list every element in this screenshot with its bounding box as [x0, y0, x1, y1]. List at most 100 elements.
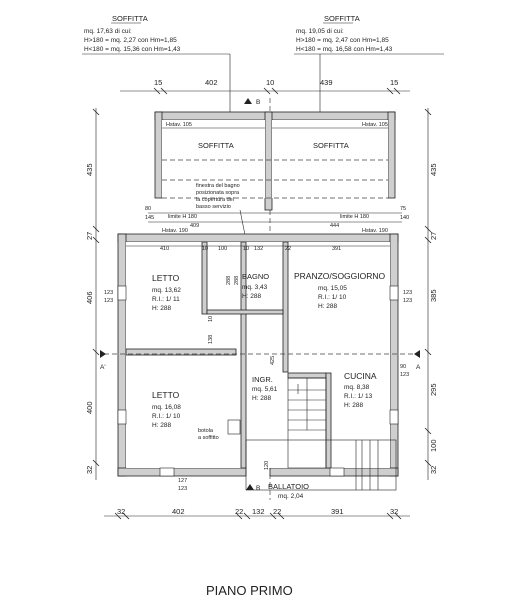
svg-text:BAGNO: BAGNO: [242, 272, 269, 281]
svg-text:BALLATOIO: BALLATOIO: [268, 482, 309, 491]
svg-text:mq. 15,05: mq. 15,05: [318, 285, 347, 292]
hatch-note: botola a soffitto: [198, 419, 241, 441]
svg-text:limite H 180: limite H 180: [340, 214, 369, 220]
room-letto-1: LETTO mq. 13,62 R.I.: 1/ 11 H: 288: [152, 273, 181, 312]
attic-right-line1: H>180 = mq. 2,47 con Hm=1,85: [296, 37, 389, 44]
svg-text:402: 402: [172, 507, 185, 516]
svg-text:basso servizio: basso servizio: [196, 204, 231, 210]
svg-text:botola: botola: [198, 428, 214, 434]
svg-text:10: 10: [208, 316, 214, 322]
window-note: finestra del bagno posizionata sopra la …: [196, 183, 247, 241]
svg-text:138: 138: [208, 335, 214, 344]
attic-right-hstav: Hstav. 105: [362, 122, 388, 128]
svg-text:H: 288: H: 288: [152, 305, 172, 312]
svg-text:100: 100: [218, 246, 227, 252]
dim-top-1: 15: [154, 78, 162, 87]
svg-text:32: 32: [85, 466, 94, 474]
svg-text:B: B: [256, 485, 260, 492]
attic-left-area: mq. 17,63 di cui:: [84, 28, 132, 35]
room-letto-2: LETTO mq. 16,08 R.I.: 1/ 10 H: 288: [152, 390, 181, 429]
svg-text:120: 120: [264, 461, 270, 470]
right-dimension-line: 435 27 385 295 100 32: [424, 108, 438, 480]
svg-text:391: 391: [332, 246, 341, 252]
svg-text:la copertura del: la copertura del: [196, 197, 234, 203]
attic-left-name: SOFFITTA: [112, 14, 148, 23]
balcony-ballatoio: [245, 439, 397, 491]
svg-text:123: 123: [403, 298, 412, 304]
svg-text:mq. 3,43: mq. 3,43: [242, 284, 268, 291]
svg-text:295: 295: [429, 383, 438, 396]
svg-text:27: 27: [429, 232, 438, 240]
svg-text:400: 400: [85, 401, 94, 414]
svg-text:22: 22: [235, 507, 243, 516]
svg-text:10: 10: [243, 246, 249, 252]
attic-right-name: SOFFITTA: [324, 14, 360, 23]
bottom-dimension-line: 32 402 22 132 22 391 32: [104, 507, 410, 520]
attic-right-line2: H<180 = mq. 16,58 con Hm=1,43: [296, 46, 393, 53]
svg-text:32: 32: [429, 466, 438, 474]
svg-text:R.I.: 1/ 13: R.I.: 1/ 13: [344, 393, 373, 400]
section-mark-b-bottom: B: [246, 484, 260, 492]
svg-text:22: 22: [285, 246, 291, 252]
svg-text:32: 32: [117, 507, 125, 516]
window-dims: 123 123 123 123 90 123 127 123 138 10 42…: [104, 276, 412, 492]
dim-top-5: 15: [390, 78, 398, 87]
svg-text:123: 123: [403, 290, 412, 296]
plan-title: PIANO PRIMO: [206, 583, 293, 598]
svg-text:H: 288: H: 288: [318, 303, 338, 310]
svg-text:mq. 8,38: mq. 8,38: [344, 384, 370, 391]
svg-text:409: 409: [190, 223, 199, 229]
svg-text:140: 140: [400, 215, 409, 221]
svg-text:a soffitto: a soffitto: [198, 435, 219, 441]
attic-left-room-label: SOFFITTA: [198, 141, 234, 150]
attic-left-hstav: Hstav. 105: [166, 122, 192, 128]
attic-left-line1: H>180 = mq. 2,27 con Hm=1,85: [84, 37, 177, 44]
svg-text:mq. 16,08: mq. 16,08: [152, 404, 181, 411]
room-ingresso: INGR. mq. 5,61 H: 288: [252, 375, 278, 402]
svg-text:391: 391: [331, 507, 344, 516]
svg-text:limite H 180: limite H 180: [168, 214, 197, 220]
svg-text:90: 90: [400, 364, 406, 370]
attic-left-line2: H<180 = mq. 15,36 con Hm=1,43: [84, 46, 181, 53]
room-pranzo-soggiorno: PRANZO/SOGGIORNO mq. 15,05 R.I.: 1/ 10 H…: [294, 271, 386, 310]
left-dimension-line: 435 27 406 400 32: [85, 108, 100, 480]
room-cucina: CUCINA mq. 8,38 R.I.: 1/ 13 H: 288: [344, 371, 377, 409]
svg-text:mq. 5,61: mq. 5,61: [252, 386, 278, 393]
room-bagno: BAGNO mq. 3,43 H: 288: [242, 272, 269, 300]
svg-text:123: 123: [400, 372, 409, 378]
svg-text:PRANZO/SOGGIORNO: PRANZO/SOGGIORNO: [294, 271, 386, 281]
svg-text:mq. 2,04: mq. 2,04: [278, 493, 304, 500]
svg-text:27: 27: [85, 232, 94, 240]
svg-text:435: 435: [429, 163, 438, 176]
svg-text:LETTO: LETTO: [152, 273, 180, 283]
svg-text:288: 288: [234, 276, 240, 285]
svg-text:H: 288: H: 288: [152, 422, 172, 429]
svg-text:425: 425: [270, 356, 276, 365]
svg-text:132: 132: [252, 507, 265, 516]
svg-text:75: 75: [400, 206, 406, 212]
room-ballatoio: BALLATOIO mq. 2,04: [268, 482, 309, 500]
svg-text:410: 410: [160, 246, 169, 252]
limit-lines: limite H 180 limite H 180 409 444 Hstav.…: [145, 206, 409, 234]
attic-right-area: mq. 19,05 di cui:: [296, 28, 344, 35]
svg-text:Hstav. 190: Hstav. 190: [362, 228, 388, 234]
svg-text:127: 127: [178, 478, 187, 484]
svg-text:123: 123: [104, 290, 113, 296]
svg-text:H: 288: H: 288: [252, 395, 272, 402]
svg-text:288: 288: [226, 276, 232, 285]
svg-text:22: 22: [273, 507, 281, 516]
svg-text:H: 288: H: 288: [344, 402, 364, 409]
svg-text:LETTO: LETTO: [152, 390, 180, 400]
svg-text:10: 10: [202, 246, 208, 252]
main-floor: 410 10 100 10 132 22 391: [117, 233, 399, 491]
svg-text:H: 288: H: 288: [242, 293, 262, 300]
svg-text:444: 444: [330, 223, 339, 229]
svg-text:132: 132: [254, 246, 263, 252]
svg-text:posizionata sopra: posizionata sopra: [196, 190, 240, 196]
svg-text:435: 435: [85, 163, 94, 176]
section-a-left-label: A': [100, 364, 106, 371]
section-mark-a: A' A: [100, 350, 421, 371]
svg-text:145: 145: [145, 215, 154, 221]
svg-text:Hstav. 190: Hstav. 190: [162, 228, 188, 234]
